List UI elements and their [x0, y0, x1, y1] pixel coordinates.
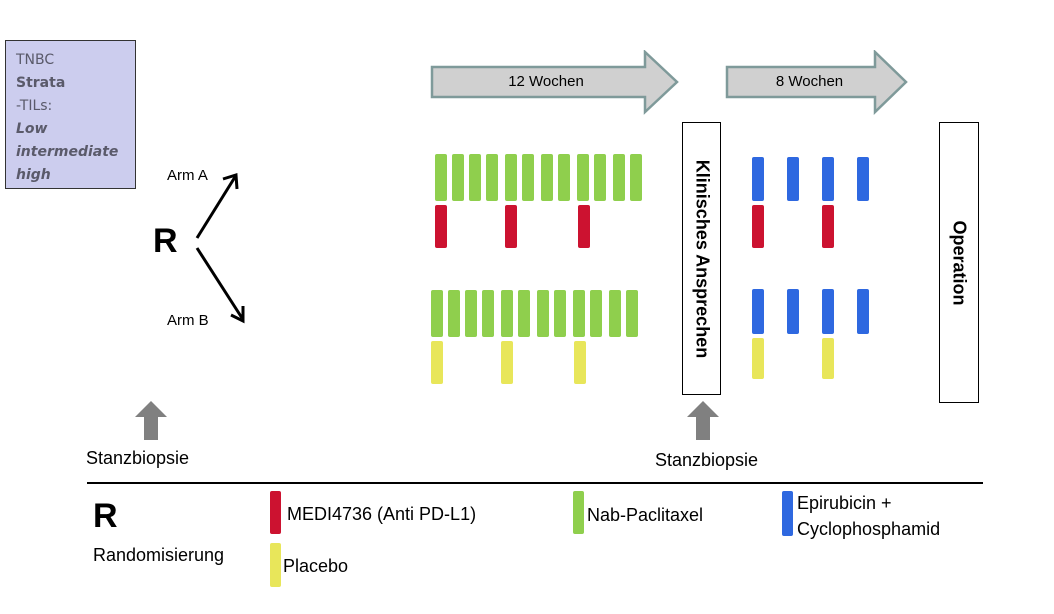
arm-b-label: Arm B: [167, 312, 209, 329]
strata-line-tils: -TILs:: [16, 98, 53, 114]
legend-label-placebo: Placebo: [283, 556, 349, 576]
legend-r-label: Randomisierung: [93, 545, 225, 565]
arm-a-label: Arm A: [167, 167, 208, 184]
arm-b-nab-paclitaxel-dose: [448, 290, 460, 337]
arm-b-nab-paclitaxel-dose: [590, 290, 602, 337]
arm-b-epi-cyclo-dose: [822, 289, 834, 334]
legend-swatch-medi4736: [270, 491, 281, 534]
phase2-arrow-icon: [725, 50, 908, 115]
arm-b-placebo-dose: [501, 341, 513, 384]
arm-a-nab-paclitaxel-dose: [505, 154, 517, 201]
arm-a-medi4736-dose: [822, 205, 834, 248]
arm-b-nab-paclitaxel-dose: [609, 290, 621, 337]
arm-a-epi-cyclo-dose: [787, 157, 799, 201]
arm-b-epi-cyclo-dose: [752, 289, 764, 334]
arm-a-epi-cyclo-dose: [752, 157, 764, 201]
legend-label-nab-paclitaxel: Nab-Paclitaxel: [587, 505, 704, 525]
strata-box: TNBC Strata -TILs: Low intermediate high: [5, 40, 136, 189]
legend-divider: [87, 482, 983, 484]
arm-b-epi-cyclo-dose: [857, 289, 869, 334]
arm-b-arrow-icon: [195, 247, 245, 324]
biopsy-left-arrow-icon: [135, 401, 167, 440]
arm-b-nab-paclitaxel-dose: [518, 290, 530, 337]
arm-b-epi-cyclo-dose: [787, 289, 799, 334]
randomization-arrows: [195, 173, 245, 324]
clinical-response-label: Klinisches Ansprechen: [692, 159, 712, 358]
arm-a-medi4736-dose: [505, 205, 517, 248]
arm-a-nab-paclitaxel-dose: [469, 154, 481, 201]
legend-swatch-epi-cyclo: [782, 491, 793, 536]
arm-a-nab-paclitaxel-dose: [522, 154, 534, 201]
clinical-response-box: Klinisches Ansprechen: [682, 122, 721, 395]
arm-b-placebo-dose: [752, 338, 764, 379]
arm-b-nab-paclitaxel-dose: [482, 290, 494, 337]
biopsy-left-label: Stanzbiopsie: [86, 448, 190, 468]
arm-b-placebo-dose: [574, 341, 586, 384]
arm-b-nab-paclitaxel-dose: [465, 290, 477, 337]
legend-swatch-placebo: [270, 543, 281, 587]
legend-swatch-nab-paclitaxel: [573, 491, 584, 534]
surgery-label: Operation: [949, 219, 970, 306]
arm-b-nab-paclitaxel-dose: [431, 290, 443, 337]
arm-a-nab-paclitaxel-dose: [541, 154, 553, 201]
phase1-arrow-icon: [430, 50, 679, 115]
strata-line-intermediate: intermediate: [16, 144, 119, 160]
arm-b-placebo-dose: [431, 341, 443, 384]
arm-b-nab-paclitaxel-dose: [554, 290, 566, 337]
arm-b-nab-paclitaxel-dose: [537, 290, 549, 337]
legend-label-epi-cyclo-line1: Epirubicin +: [797, 493, 892, 513]
surgery-box: Operation: [939, 122, 979, 403]
arm-a-epi-cyclo-dose: [857, 157, 869, 201]
biopsy-right-label: Stanzbiopsie: [655, 450, 759, 470]
arm-a-nab-paclitaxel-dose: [613, 154, 625, 201]
strata-line-tnbc: TNBC: [16, 52, 55, 68]
phase1-label: 12 Wochen: [508, 73, 584, 90]
arm-a-medi4736-dose: [578, 205, 590, 248]
arm-a-nab-paclitaxel-dose: [594, 154, 606, 201]
arm-b-placebo-dose: [822, 338, 834, 379]
strata-line-high: high: [16, 167, 51, 183]
legend-label-medi4736: MEDI4736 (Anti PD-L1): [287, 504, 477, 524]
arm-a-nab-paclitaxel-dose: [630, 154, 642, 201]
arm-a-medi4736-dose: [435, 205, 447, 248]
strata-line-low: Low: [16, 121, 48, 137]
arm-a-nab-paclitaxel-dose: [452, 154, 464, 201]
arm-a-epi-cyclo-dose: [822, 157, 834, 201]
randomization-symbol: R: [153, 222, 178, 260]
phase2-label: 8 Wochen: [775, 73, 844, 90]
arm-b-nab-paclitaxel-dose: [501, 290, 513, 337]
arm-a-nab-paclitaxel-dose: [435, 154, 447, 201]
arm-a-nab-paclitaxel-dose: [558, 154, 570, 201]
arm-a-medi4736-dose: [752, 205, 764, 248]
arm-b-nab-paclitaxel-dose: [573, 290, 585, 337]
arm-a-nab-paclitaxel-dose: [577, 154, 589, 201]
biopsy-right-arrow-icon: [687, 401, 719, 440]
arm-b-nab-paclitaxel-dose: [626, 290, 638, 337]
arm-a-nab-paclitaxel-dose: [486, 154, 498, 201]
arm-a-arrow-icon: [195, 173, 239, 239]
legend-r-symbol: R: [93, 497, 118, 535]
legend-label-epi-cyclo-line2: Cyclophosphamid: [797, 519, 941, 539]
strata-line-strata: Strata: [16, 75, 66, 91]
